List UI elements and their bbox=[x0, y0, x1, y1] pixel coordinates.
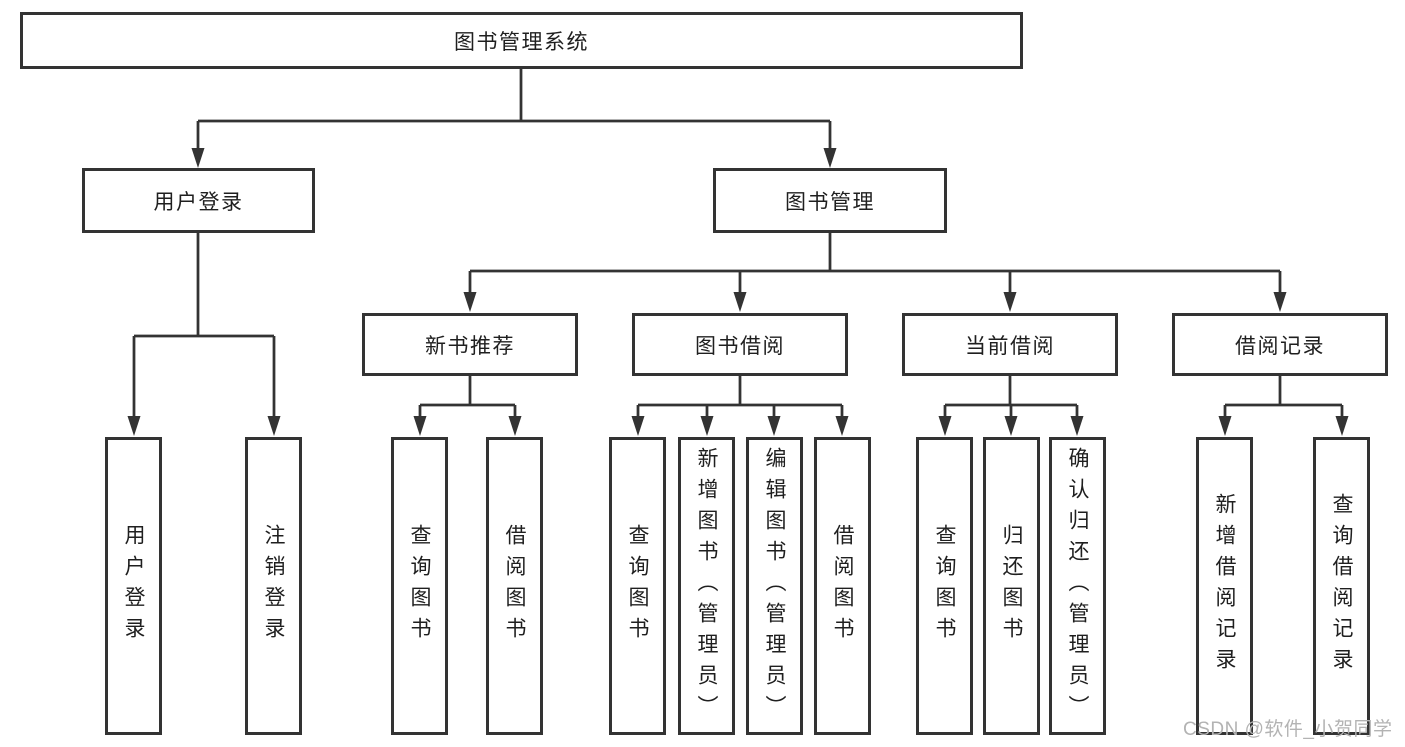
leaf-label: 归还图书 bbox=[1000, 524, 1023, 648]
node-label: 新书推荐 bbox=[425, 334, 515, 358]
leaf-borrow-books: 借阅图书 bbox=[486, 437, 543, 735]
leaf-label: 编辑图书（管理员） bbox=[763, 446, 786, 726]
leaf-user-login: 用户登录 bbox=[105, 437, 162, 735]
root-node-library-system: 图书管理系统 bbox=[20, 12, 1023, 69]
node-label: 图书借阅 bbox=[695, 334, 785, 358]
node-current-borrowing: 当前借阅 bbox=[902, 313, 1118, 376]
connector-bookborrow-to-leaves bbox=[631, 376, 849, 436]
leaf-label: 查询图书 bbox=[408, 524, 431, 648]
connector-records-to-leaves bbox=[1218, 376, 1349, 436]
leaf-label: 借阅图书 bbox=[503, 524, 526, 648]
connector-userlogin-to-leaves bbox=[127, 233, 281, 436]
leaf-query-books-3: 查询图书 bbox=[916, 437, 973, 735]
leaf-query-books-2: 查询图书 bbox=[609, 437, 666, 735]
node-borrowing-records: 借阅记录 bbox=[1172, 313, 1388, 376]
connector-currentborrow-to-leaves bbox=[938, 376, 1084, 436]
connector-root-to-level2 bbox=[191, 69, 837, 168]
leaf-label: 查询图书 bbox=[933, 524, 956, 648]
leaf-label: 确认归还（管理员） bbox=[1066, 446, 1089, 726]
node-book-borrowing: 图书借阅 bbox=[632, 313, 848, 376]
node-label: 图书管理系统 bbox=[454, 30, 589, 54]
leaf-add-book-admin: 新增图书（管理员） bbox=[678, 437, 735, 735]
leaf-logout: 注销登录 bbox=[245, 437, 302, 735]
leaf-query-books: 查询图书 bbox=[391, 437, 448, 735]
leaf-label: 用户登录 bbox=[122, 524, 145, 648]
leaf-edit-book-admin: 编辑图书（管理员） bbox=[746, 437, 803, 735]
node-book-management: 图书管理 bbox=[713, 168, 947, 233]
leaf-query-borrow-record: 查询借阅记录 bbox=[1313, 437, 1370, 735]
leaf-label: 注销登录 bbox=[262, 524, 285, 648]
node-label: 借阅记录 bbox=[1235, 334, 1325, 358]
leaf-confirm-return-admin: 确认归还（管理员） bbox=[1049, 437, 1106, 735]
connector-bookmgmt-to-level3 bbox=[463, 233, 1287, 312]
csdn-watermark: CSDN @软件_小贺同学 bbox=[1183, 719, 1393, 740]
node-user-login: 用户登录 bbox=[82, 168, 315, 233]
leaf-label: 借阅图书 bbox=[831, 524, 854, 648]
leaf-borrow-books-2: 借阅图书 bbox=[814, 437, 871, 735]
node-label: 当前借阅 bbox=[965, 334, 1055, 358]
connector-newbooks-to-leaves bbox=[413, 376, 522, 436]
node-label: 图书管理 bbox=[785, 190, 875, 214]
leaf-label: 新增借阅记录 bbox=[1213, 493, 1236, 679]
leaf-label: 查询图书 bbox=[626, 524, 649, 648]
node-label: 用户登录 bbox=[153, 190, 244, 214]
leaf-add-borrow-record: 新增借阅记录 bbox=[1196, 437, 1253, 735]
node-new-book-recommend: 新书推荐 bbox=[362, 313, 578, 376]
leaf-label: 新增图书（管理员） bbox=[695, 446, 718, 726]
leaf-return-books: 归还图书 bbox=[983, 437, 1040, 735]
leaf-label: 查询借阅记录 bbox=[1330, 493, 1353, 679]
